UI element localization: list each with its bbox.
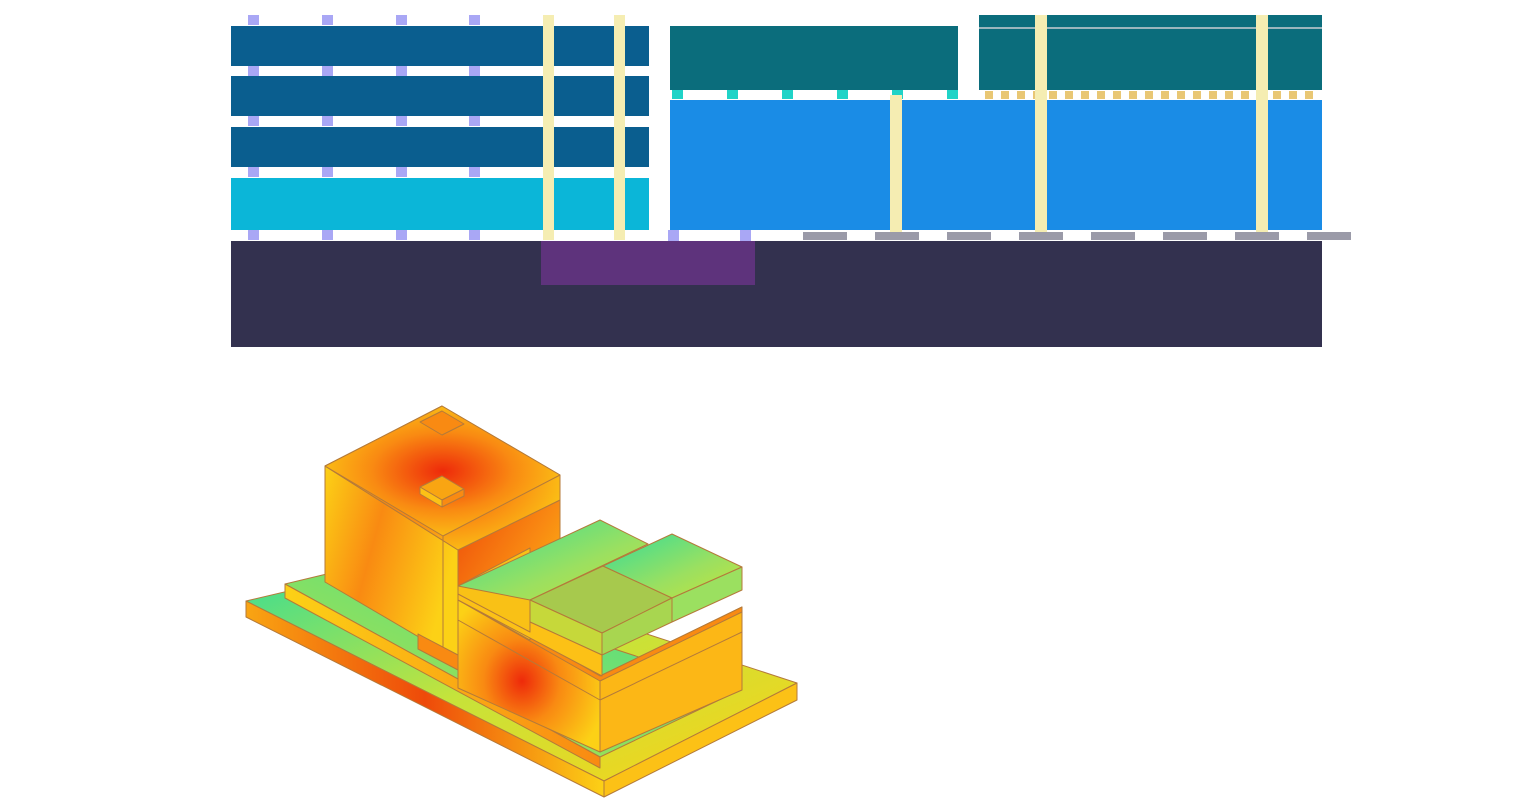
micro-bump — [1001, 91, 1009, 99]
micro-bump — [1081, 91, 1089, 99]
micro-bump — [469, 15, 480, 25]
micro-bump — [1307, 232, 1351, 240]
micro-bump — [396, 167, 407, 177]
micro-bump — [1113, 91, 1121, 99]
substrate-right-face — [603, 682, 798, 798]
thermal-3d-model — [245, 405, 798, 798]
micro-bump — [1091, 232, 1135, 240]
memory-die — [231, 76, 649, 116]
micro-bump — [469, 230, 480, 240]
micro-bump — [1289, 91, 1297, 99]
micro-bump — [875, 232, 919, 240]
interposer-substrate — [231, 241, 1322, 347]
micro-bump — [1177, 91, 1185, 99]
tsv — [1035, 15, 1047, 240]
micro-bump — [1019, 232, 1063, 240]
micro-bump — [740, 230, 751, 241]
tsv — [890, 95, 902, 235]
micro-bump — [248, 167, 259, 177]
tsv — [543, 15, 554, 240]
micro-bump — [1065, 91, 1073, 99]
micro-bump — [1209, 91, 1217, 99]
memory-block-top-face — [324, 405, 561, 537]
micro-bump — [1161, 91, 1169, 99]
thermal-pad — [419, 410, 465, 436]
micro-bump — [1235, 232, 1279, 240]
c4-bumps — [668, 230, 1351, 241]
micro-bump — [396, 15, 407, 25]
micro-bump — [248, 66, 259, 76]
thermal-pad-side — [441, 488, 465, 508]
micro-bump — [1145, 91, 1153, 99]
micro-bump — [892, 90, 903, 99]
micro-bump — [1017, 91, 1025, 99]
memory-die — [231, 26, 649, 66]
micro-bump — [248, 15, 259, 25]
micro-bump — [727, 90, 738, 99]
tsv — [1256, 15, 1268, 240]
logic-base-die — [231, 178, 649, 230]
compute-die-body — [670, 100, 1322, 230]
cross-section-diagram — [231, 15, 1351, 347]
micro-bump — [803, 232, 847, 240]
micro-bump — [1305, 91, 1313, 99]
micro-bump — [396, 66, 407, 76]
micro-bump — [1129, 91, 1137, 99]
micro-bump — [469, 66, 480, 76]
micro-bump — [1097, 91, 1105, 99]
micro-bump — [782, 90, 793, 99]
micro-bump — [1049, 91, 1057, 99]
micro-bump — [396, 116, 407, 126]
micro-bump — [322, 116, 333, 126]
compute-die-cap-right — [979, 15, 1322, 90]
compute-die-cap-left — [670, 26, 958, 90]
micro-bump — [396, 230, 407, 240]
compute-slab-top — [457, 519, 649, 601]
memory-stack — [231, 26, 649, 230]
micro-bump — [322, 66, 333, 76]
micro-bump — [469, 116, 480, 126]
micro-bump — [837, 90, 848, 99]
micro-bump — [668, 230, 679, 241]
compute-tile-right — [671, 566, 743, 623]
tsv — [614, 15, 625, 240]
micro-bump — [322, 230, 333, 240]
micro-bump — [672, 90, 683, 99]
micro-bump — [985, 91, 993, 99]
micro-bump — [947, 232, 991, 240]
micro-bump — [947, 90, 958, 99]
compute-die — [670, 15, 1322, 230]
micro-bump — [469, 167, 480, 177]
micro-bump — [1163, 232, 1207, 240]
micro-bump — [248, 230, 259, 240]
silicon-bridge — [541, 241, 755, 285]
micro-bump — [1225, 91, 1233, 99]
micro-bump — [1193, 91, 1201, 99]
micro-bump — [322, 15, 333, 25]
micro-bump — [322, 167, 333, 177]
micro-bump — [1241, 91, 1249, 99]
micro-bump — [248, 116, 259, 126]
memory-die — [231, 127, 649, 167]
compute-micro-bumps — [672, 90, 1313, 99]
micro-bump — [1273, 91, 1281, 99]
